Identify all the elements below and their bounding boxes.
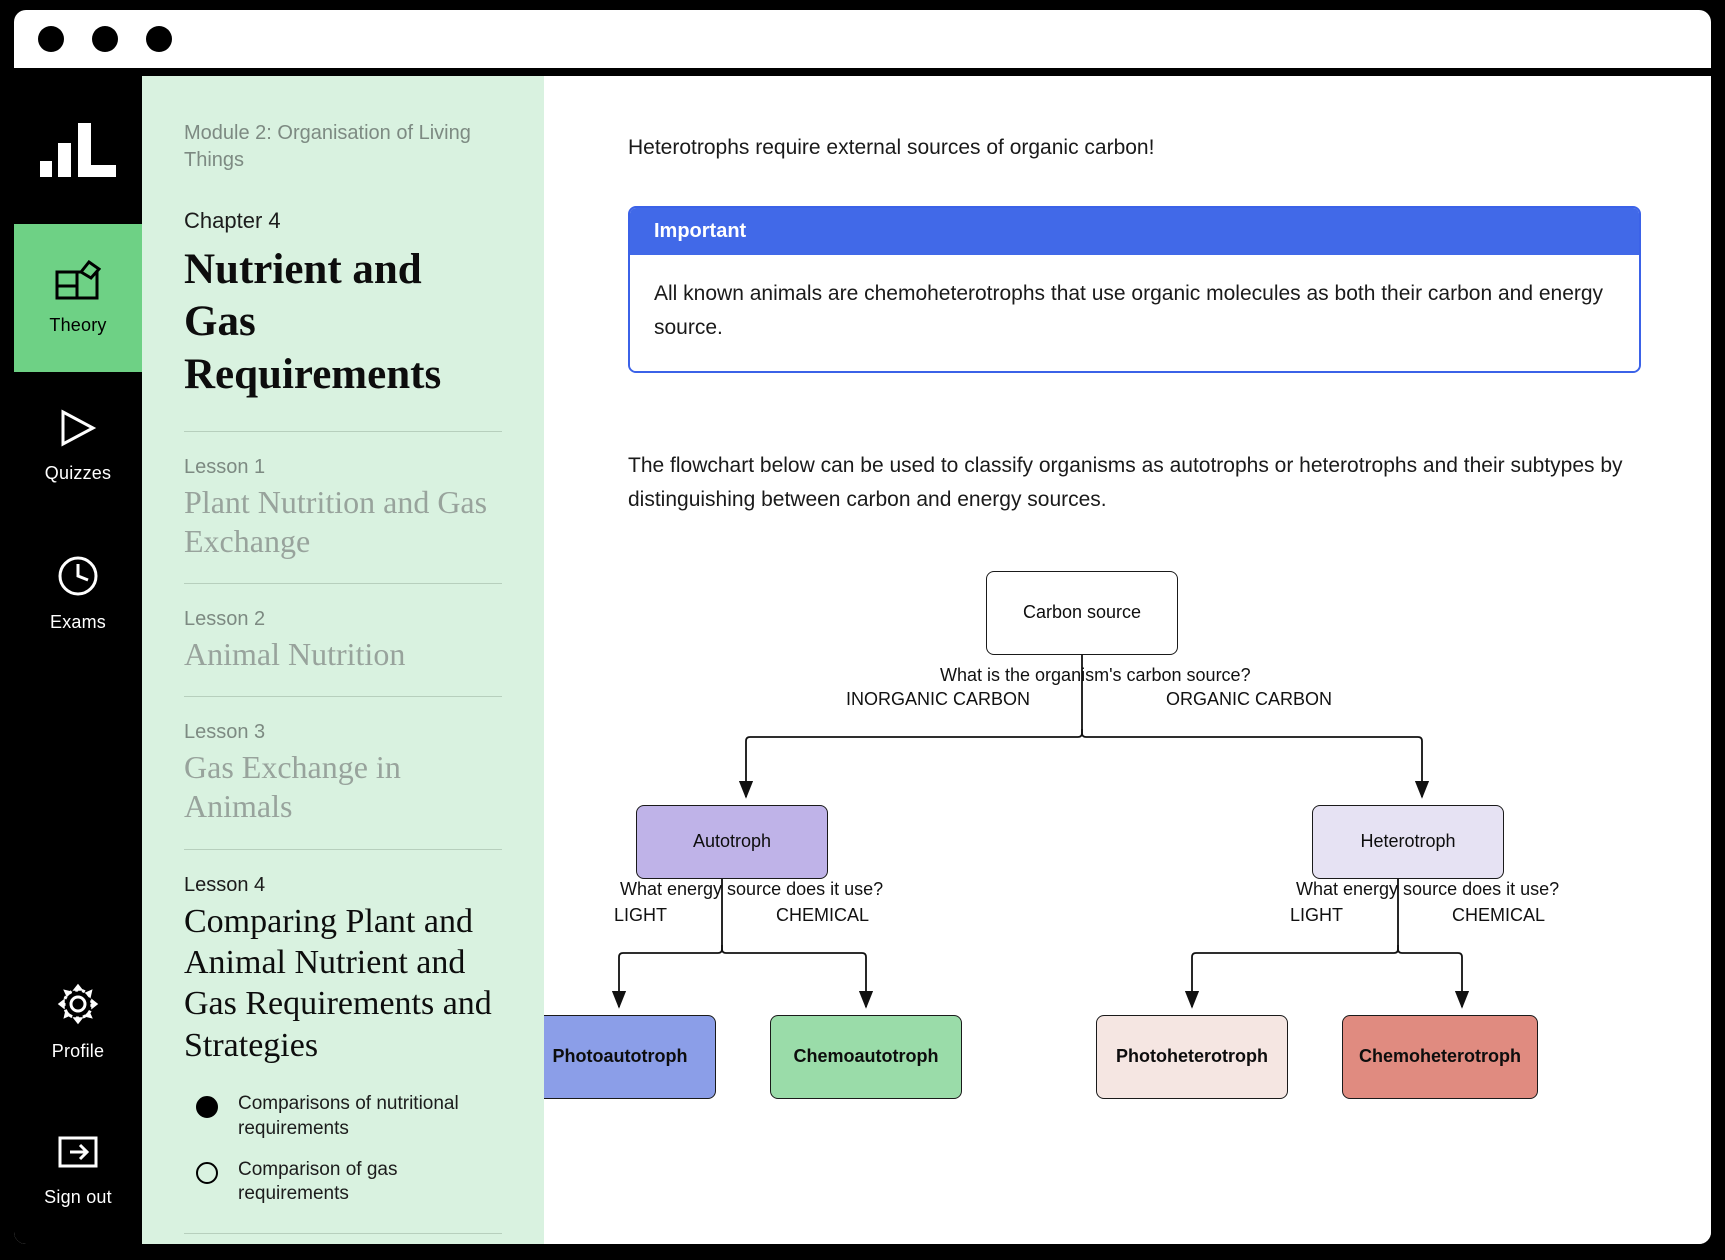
lesson-item-4[interactable]: Lesson 4 Comparing Plant and Animal Nutr… (184, 874, 502, 1067)
flow-node-label: Chemoautotroph (793, 1046, 939, 1067)
sidebar-item-theory[interactable]: Theory (14, 224, 142, 372)
clock-icon (57, 555, 99, 602)
flow-node-label: Autotroph (692, 831, 772, 852)
bullet-filled-icon (196, 1096, 218, 1119)
chapter-number: Chapter 4 (184, 208, 281, 233)
flow-edge-label-organic-carbon: ORGANIC CARBON (1166, 688, 1333, 709)
topic-list: Comparisons of nutritional requirements … (196, 1092, 502, 1207)
rail-spacer (14, 668, 142, 948)
flow-question-energy-heterotroph: What energy source does it use? (1296, 878, 1560, 899)
lesson-item-1[interactable]: Lesson 1 Plant Nutrition and Gas Exchang… (184, 456, 502, 561)
callout-body: All known animals are chemoheterotrophs … (630, 254, 1639, 371)
sidebar-item-quizzes[interactable]: Quizzes (14, 372, 142, 520)
maximize-dot[interactable] (146, 26, 172, 52)
theory-blocks-icon (55, 259, 102, 305)
lesson-number: Lesson 2 (184, 608, 266, 631)
sidebar-item-label: Quizzes (44, 463, 112, 483)
flow-node-label: Carbon source (1022, 602, 1142, 623)
window-body: Theory Quizzes Exams (14, 76, 1711, 1244)
topic-item-gas-requirements[interactable]: Comparison of gas requirements (196, 1158, 502, 1207)
flow-node-chemoheterotroph[interactable]: Chemoheterotroph (1342, 1014, 1538, 1099)
lesson-number: Lesson 1 (184, 456, 266, 479)
play-triangle-icon (57, 408, 99, 453)
sidebar-item-label: Theory (49, 315, 107, 335)
lesson-item-2[interactable]: Lesson 2 Animal Nutrition (184, 608, 502, 674)
flow-node-photoheterotroph[interactable]: Photoheterotroph (1096, 1014, 1288, 1099)
divider (184, 583, 502, 585)
lesson-number: Lesson 4 (184, 873, 266, 896)
sidebar-rail: Theory Quizzes Exams (14, 76, 142, 1244)
flow-edge-label-light-autotroph: LIGHT (614, 904, 668, 925)
important-callout: Important All known animals are chemohet… (628, 205, 1641, 373)
gear-icon (56, 982, 100, 1031)
flow-node-heterotroph[interactable]: Heterotroph (1312, 804, 1504, 879)
flow-node-chemoautotroph[interactable]: Chemoautotroph (770, 1014, 962, 1099)
minimize-dot[interactable] (92, 26, 118, 52)
sidebar-item-profile[interactable]: Profile (14, 948, 142, 1096)
sidebar-item-label: Sign out (44, 1187, 112, 1207)
lesson-panel: Module 2: Organisation of Living Things … (142, 76, 544, 1244)
lesson-name: Animal Nutrition (184, 636, 406, 673)
lesson-item-3[interactable]: Lesson 3 Gas Exchange in Animals (184, 721, 502, 826)
flow-node-label: Chemoheterotroph (1359, 1046, 1521, 1067)
flow-edge-label-inorganic-carbon: INORGANIC CARBON (846, 688, 1031, 709)
divider (184, 431, 502, 433)
flow-node-photoautotroph[interactable]: Photoautotroph (544, 1014, 716, 1099)
sign-out-icon (56, 1132, 100, 1177)
intro-paragraph: Heterotrophs require external sources of… (628, 136, 1155, 159)
flow-edge-label-light-heterotroph: LIGHT (1290, 904, 1344, 925)
sidebar-item-sign-out[interactable]: Sign out (14, 1096, 142, 1244)
lesson-name: Plant Nutrition and Gas Exchange (184, 484, 488, 560)
lesson-name: Gas Exchange in Animals (184, 749, 401, 825)
flow-node-autotroph[interactable]: Autotroph (636, 804, 828, 879)
flowchart-connectors (611, 654, 1470, 1009)
lesson-name: Comparing Plant and Animal Nutrient and … (184, 902, 492, 1064)
topic-label: Comparisons of nutritional requirements (238, 1093, 459, 1140)
sidebar-item-exams[interactable]: Exams (14, 520, 142, 668)
flow-node-label: Photoautotroph (552, 1046, 688, 1067)
topic-item-nutritional-requirements[interactable]: Comparisons of nutritional requirements (196, 1092, 502, 1141)
flow-question-carbon: What is the organism's carbon source? (940, 664, 1251, 685)
close-dot[interactable] (38, 26, 64, 52)
flow-edge-label-chemical-autotroph: CHEMICAL (776, 904, 870, 925)
flow-edge-label-chemical-heterotroph: CHEMICAL (1452, 904, 1546, 925)
classification-flowchart: Carbon source What is the organism's car… (544, 557, 1648, 1099)
callout-title: Important (630, 207, 1639, 255)
flowchart-intro-paragraph: The flowchart below can be used to class… (628, 453, 1623, 511)
divider (184, 848, 502, 850)
divider (184, 696, 502, 698)
main-content: Heterotrophs require external sources of… (544, 76, 1711, 1244)
window-titlebar (14, 10, 1711, 68)
bullet-empty-icon (196, 1161, 218, 1184)
flow-node-label: Photoheterotroph (1116, 1046, 1268, 1067)
sidebar-item-label: Exams (49, 612, 106, 632)
bar-chart-logo[interactable] (14, 76, 142, 224)
flow-question-energy-autotroph: What energy source does it use? (620, 878, 884, 899)
page-title: Nutrient and Gas Requirements (184, 246, 442, 398)
topic-label: Comparison of gas requirements (238, 1158, 398, 1205)
flow-node-carbon-source[interactable]: Carbon source (986, 570, 1178, 655)
sidebar-item-label: Profile (51, 1041, 105, 1061)
lesson-number: Lesson 3 (184, 721, 266, 744)
flow-node-label: Heterotroph (1360, 831, 1456, 852)
divider (184, 1233, 502, 1235)
module-label: Module 2: Organisation of Living Things (184, 122, 471, 171)
